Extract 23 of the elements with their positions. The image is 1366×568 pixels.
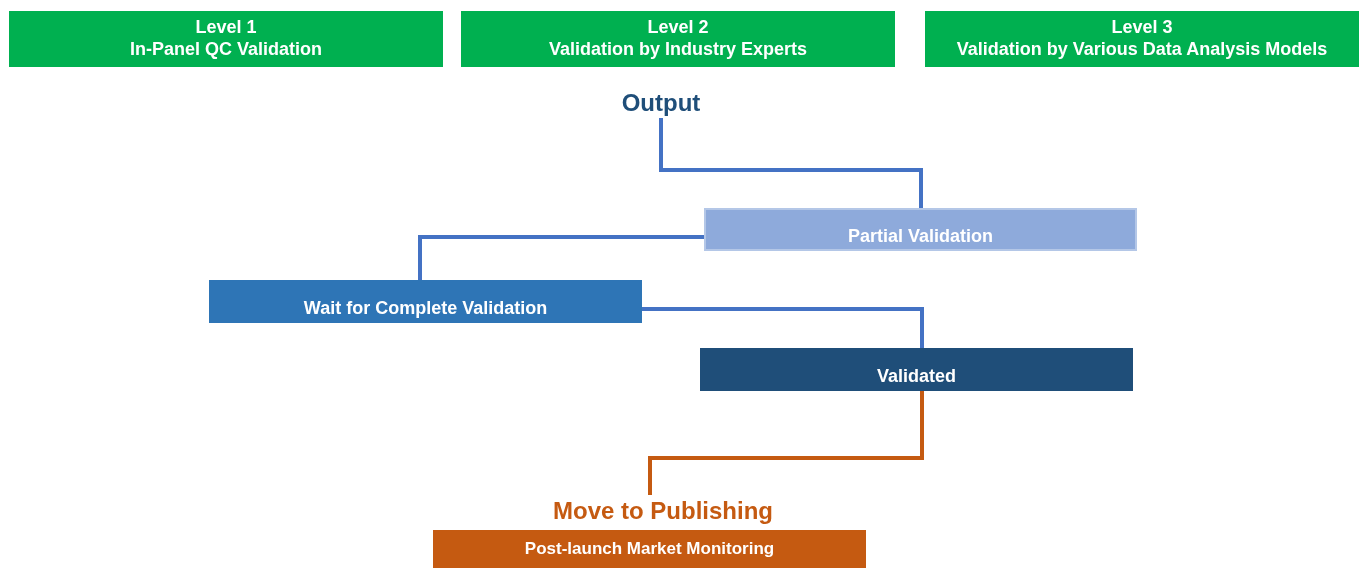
process-box: [433, 530, 866, 568]
node-text: Move to Publishing: [553, 496, 773, 526]
level-header-box: [925, 11, 1359, 67]
node-text: Level 1: [195, 17, 257, 39]
node-text: Post-launch Market Monitoring: [524, 538, 775, 560]
node-text: Validated: [877, 365, 956, 388]
node-text: In-Panel QC Validation: [129, 39, 322, 61]
level-header-box: [9, 11, 443, 67]
process-box: [209, 280, 642, 323]
connector-line: [648, 391, 924, 495]
node-text: Level 3: [1111, 17, 1173, 39]
node-text: Validation by Various Data Analysis Models: [956, 39, 1328, 61]
level-header-box: [461, 11, 895, 67]
connector-line: [642, 307, 924, 348]
node-text: Validation by Industry Experts: [548, 39, 808, 61]
connector-line: [418, 235, 704, 280]
process-box: [704, 208, 1137, 251]
node-text: Partial Validation: [847, 225, 993, 248]
node-text: Wait for Complete Validation: [303, 297, 548, 320]
process-box: [700, 348, 1133, 391]
node-text: Output: [621, 88, 701, 118]
node-text: Level 2: [647, 17, 709, 39]
connector-line: [659, 118, 923, 208]
